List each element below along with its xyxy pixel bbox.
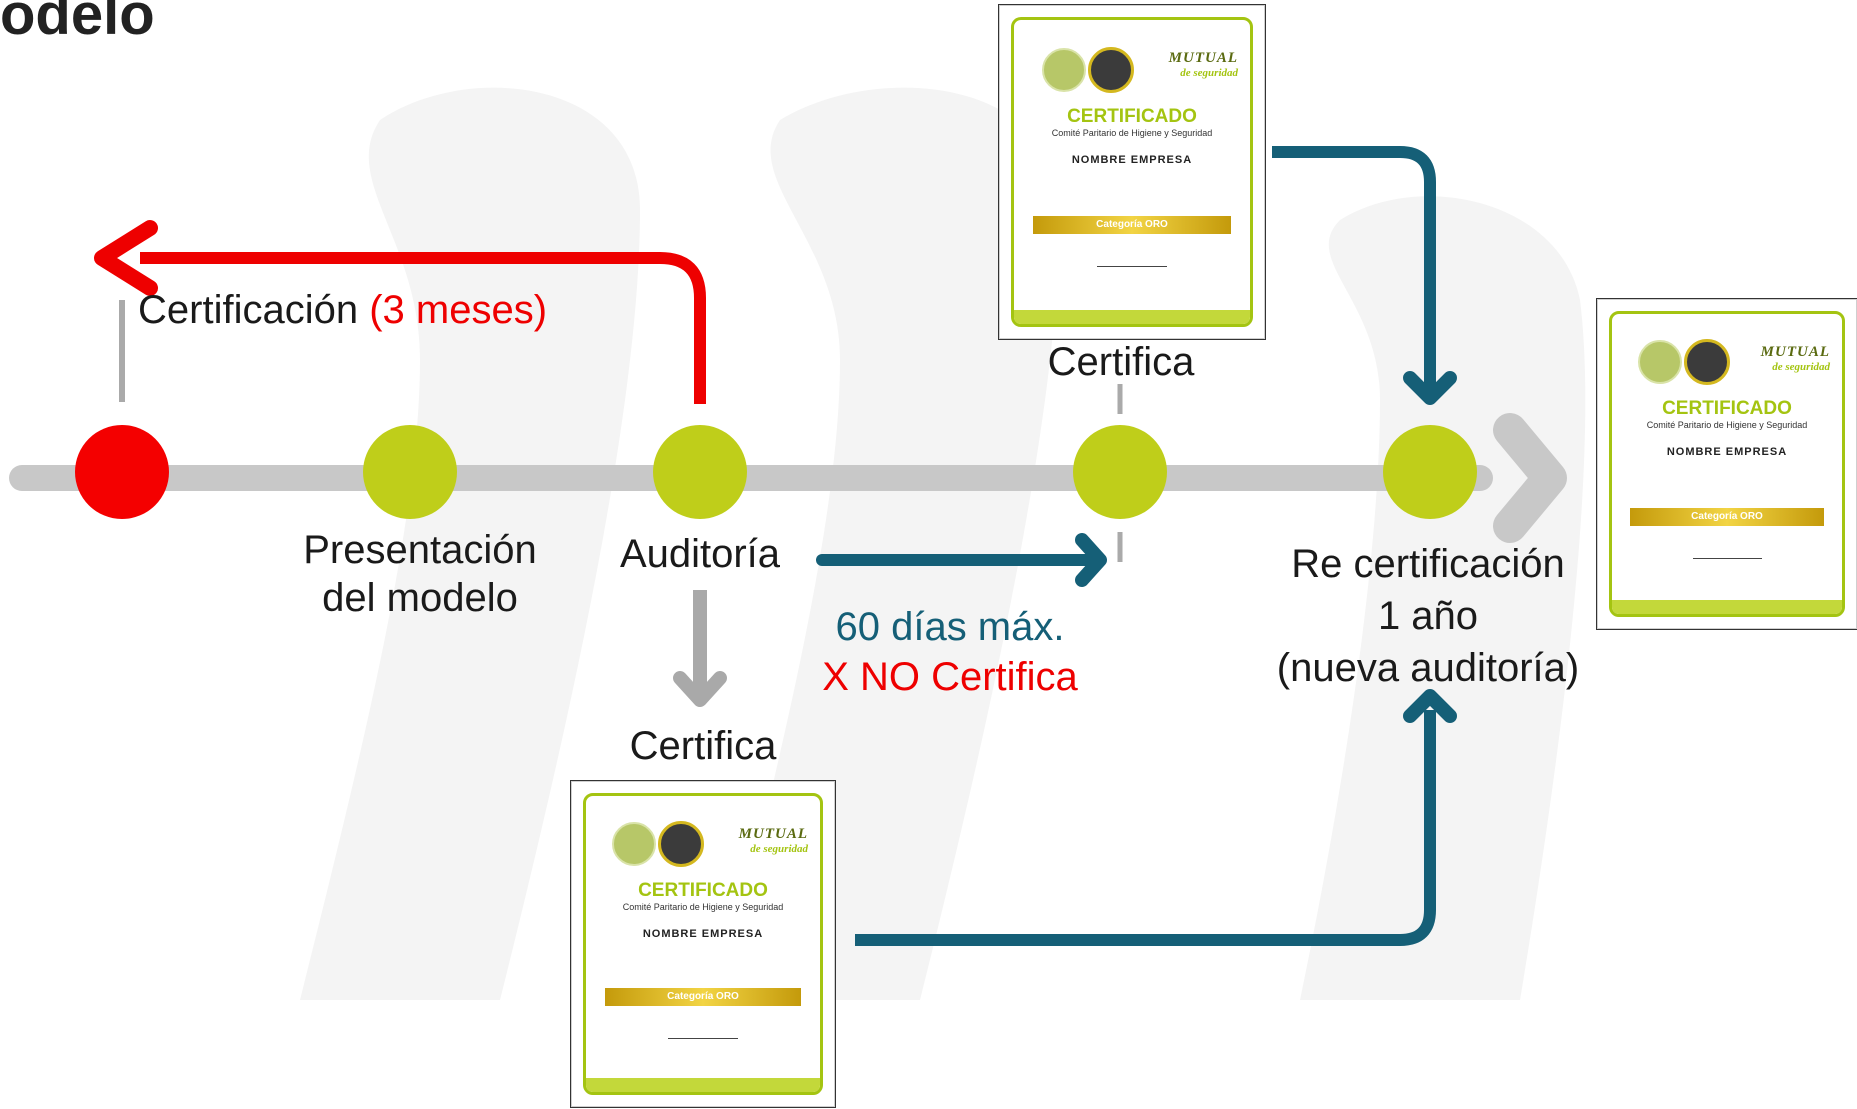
mutual-logo-subtext: de seguridad xyxy=(1180,67,1238,79)
signature xyxy=(1096,252,1168,267)
failed-node xyxy=(75,425,169,519)
audit-down-arrowhead xyxy=(673,671,727,707)
certificate-category: Categoría ORO xyxy=(1630,508,1824,526)
seal-icon xyxy=(1042,48,1086,92)
certificate-subtitle: Comité Paritario de Higiene y Seguridad xyxy=(1646,420,1808,430)
certificate-subtitle: Comité Paritario de Higiene y Seguridad xyxy=(622,902,784,912)
seal-icon xyxy=(1088,47,1134,93)
certificacion-label: Certificación (3 meses) xyxy=(138,286,547,334)
presentacion-node xyxy=(363,425,457,519)
background-logo-shape xyxy=(1300,196,1586,1000)
timeline-arrowhead xyxy=(1493,413,1567,543)
certificate-footer xyxy=(1612,600,1842,614)
deadline-label: 60 días máx. X NO Certifica xyxy=(800,602,1100,702)
certification-period-arrow xyxy=(140,252,706,404)
recertificacion-node xyxy=(1383,425,1477,519)
seal-icon xyxy=(1684,339,1730,385)
certifica-bottom-label: Certifica xyxy=(629,724,777,768)
recertification-up-arrow xyxy=(855,710,1436,946)
certificate-company: NOMBRE EMPRESA xyxy=(1071,154,1193,166)
background-logo-shape xyxy=(720,87,1060,1001)
mutual-logo-text: MUTUAL xyxy=(1168,50,1238,66)
certificacion-text: Certificación xyxy=(138,288,370,332)
mutual-logo-subtext: de seguridad xyxy=(1772,361,1830,373)
presentacion-label: Presentación del modelo xyxy=(303,528,537,620)
certificate-company: NOMBRE EMPRESA xyxy=(642,928,764,940)
auditoria-node xyxy=(653,425,747,519)
mutual-logo-text: MUTUAL xyxy=(738,826,808,842)
sixty-days-arrowhead xyxy=(1075,533,1107,587)
certificate-category: Categoría ORO xyxy=(1032,216,1232,234)
certificate-category: Categoría ORO xyxy=(604,988,802,1006)
certificate-title: CERTIFICADO xyxy=(1662,398,1792,419)
recertification-down-arrowhead xyxy=(1403,371,1457,405)
certificacion-period: (3 meses) xyxy=(369,288,548,332)
deadline-days: 60 días máx. xyxy=(835,605,1065,649)
seal-icon xyxy=(658,821,704,867)
certificate-company: NOMBRE EMPRESA xyxy=(1666,446,1788,458)
certificate-subtitle: Comité Paritario de Higiene y Seguridad xyxy=(1051,128,1213,138)
signature xyxy=(1692,544,1762,559)
page-title-fragment: odelo xyxy=(0,0,155,47)
mutual-logo-text: MUTUAL xyxy=(1760,344,1830,360)
certificate-footer xyxy=(586,1078,820,1092)
seal-icon xyxy=(1638,340,1682,384)
auditoria-label: Auditoría xyxy=(619,532,781,576)
background-logo-shape xyxy=(300,87,640,1001)
signature xyxy=(667,1024,739,1039)
deadline-no-certifica: X NO Certifica xyxy=(822,655,1078,699)
certifica-top-label: Certifica xyxy=(1047,340,1195,384)
certificate-title: CERTIFICADO xyxy=(638,880,768,901)
certificate-footer xyxy=(1014,310,1250,324)
certificate-title: CERTIFICADO xyxy=(1067,106,1197,127)
recertification-up-arrowhead xyxy=(1403,689,1457,723)
certifica-node xyxy=(1073,425,1167,519)
mutual-logo-subtext: de seguridad xyxy=(750,843,808,855)
certification-arrowhead xyxy=(94,220,158,296)
recertificacion-label: Re certificación 1 año (nueva auditoría) xyxy=(1276,542,1580,690)
recertification-down-arrow xyxy=(1272,146,1436,388)
seal-icon xyxy=(612,822,656,866)
